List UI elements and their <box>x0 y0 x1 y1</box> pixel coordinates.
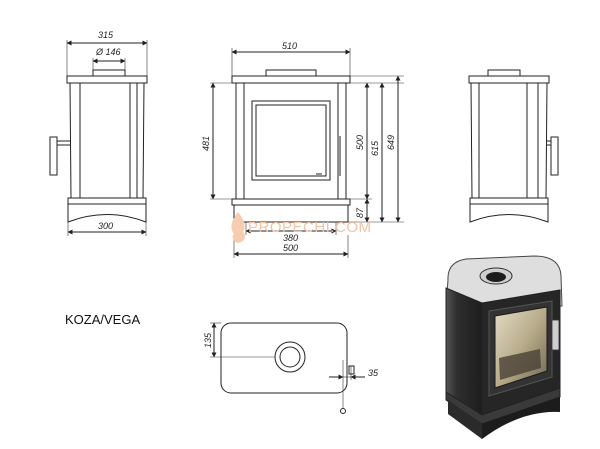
top-view: 135 35 <box>203 322 379 414</box>
dim-649: 649 <box>386 135 396 150</box>
side-view-left: 315 Ø 146 300 <box>49 30 148 236</box>
stove-3d-render <box>445 255 563 439</box>
dim-500: 500 <box>355 135 365 150</box>
dim-380: 380 <box>283 233 298 243</box>
dim-510: 510 <box>282 41 297 51</box>
dim-87: 87 <box>355 207 365 218</box>
model-title: KOZA/VEGA <box>65 312 140 327</box>
watermark-text: PROPECHI.COM <box>248 219 372 236</box>
front-view: 510 481 500 615 649 87 380 500 <box>201 41 404 258</box>
dim-315: 315 <box>98 30 114 40</box>
dim-35: 35 <box>368 368 379 378</box>
dim-diameter-146: Ø 146 <box>95 47 121 57</box>
dim-481: 481 <box>201 136 211 151</box>
side-view-right <box>468 69 559 223</box>
dim-615: 615 <box>370 140 380 156</box>
flame-logo-icon <box>231 212 246 243</box>
watermark: PROPECHI.COM <box>231 212 371 243</box>
dim-135: 135 <box>203 332 213 348</box>
dim-300: 300 <box>98 221 113 231</box>
dim-500-base: 500 <box>283 243 298 253</box>
